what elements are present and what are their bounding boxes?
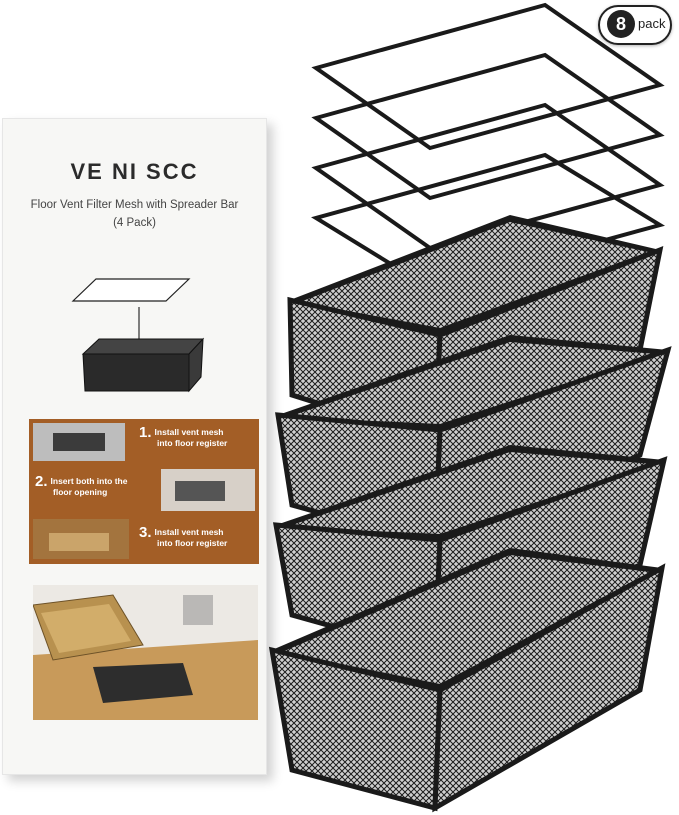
step-1-photo: [33, 423, 125, 461]
step-1-text: 1.Install vent mesh into floor register: [139, 423, 228, 448]
install-diagram: [71, 278, 205, 393]
step-3-photo: [33, 519, 129, 559]
product-photo: [268, 2, 672, 813]
product-box: VE NI SCC Floor Vent Filter Mesh with Sp…: [2, 118, 267, 775]
step-3-text: 3.Install vent mesh into floor register: [139, 523, 228, 548]
spreader-frame-1: [311, 2, 665, 151]
pack-badge-count: 8: [607, 10, 635, 38]
pack-count-label: (4 Pack): [113, 217, 156, 229]
brand-name: VE NI SCC: [70, 159, 199, 184]
step-2-photo: [161, 469, 255, 511]
spreader-frame-2: [311, 52, 665, 201]
floor-vent-photo: [33, 585, 258, 720]
pack-badge: 8 pack: [598, 5, 672, 45]
product-subtitle: Floor Vent Filter Mesh with Spreader Bar: [30, 199, 239, 211]
mesh-basket-4: [268, 548, 666, 813]
step-2-text: 2.Insert both into the floor opening: [35, 472, 128, 497]
pack-badge-word: pack: [638, 16, 666, 31]
install-steps-panel: 1.Install vent mesh into floor register …: [29, 419, 259, 564]
